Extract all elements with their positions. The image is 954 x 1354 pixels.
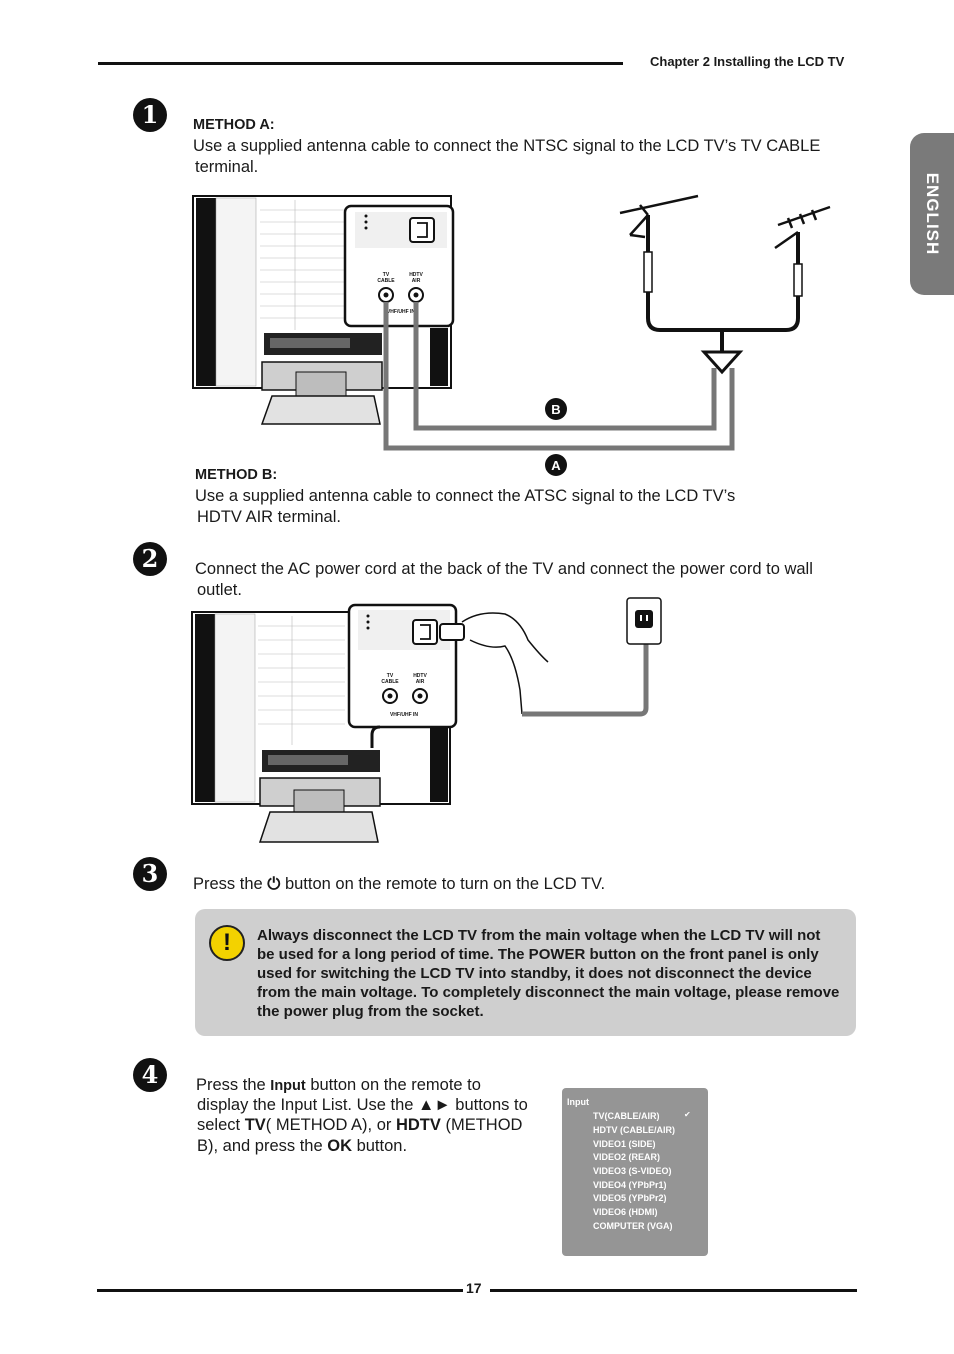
tv-cable-label-1b: TV bbox=[387, 673, 394, 679]
step4-line3: select TV( METHOD A), or HDTV (METHOD bbox=[197, 1115, 522, 1136]
step-3-marker: 3 bbox=[133, 857, 167, 891]
step4-l1a: Press the bbox=[196, 1076, 271, 1094]
menu-item-video6[interactable]: VIDEO6 (HDMI) bbox=[593, 1207, 658, 1217]
power-connection-diagram: TV CABLE HDTV AIR VHF/UHF IN bbox=[191, 597, 662, 843]
badge-a bbox=[545, 454, 567, 476]
method-a-heading: METHOD A: bbox=[193, 117, 275, 133]
step4-l4c: button. bbox=[352, 1137, 408, 1155]
step4-l3c: ( METHOD A), or bbox=[265, 1116, 396, 1134]
menu-item-tv[interactable]: TV(CABLE/AIR) bbox=[593, 1111, 660, 1121]
page-number: 17 bbox=[466, 1280, 482, 1296]
vhf-uhf-label: VHF/UHF IN bbox=[387, 309, 415, 315]
power-icon: ⏻ bbox=[267, 874, 281, 893]
hdtv-air-label-1b: HDTV bbox=[413, 673, 427, 679]
tv-stand-base bbox=[260, 395, 381, 425]
tv-right-panel bbox=[430, 328, 448, 386]
badge-b bbox=[545, 398, 567, 420]
input-key: Input bbox=[270, 1078, 306, 1094]
method-b-line2: HDTV AIR terminal. bbox=[197, 508, 341, 526]
caution-callout: ! Always disconnect the LCD TV from the … bbox=[195, 909, 856, 1036]
hdtv-air-label-2: AIR bbox=[412, 278, 421, 284]
ac-socket bbox=[409, 217, 435, 243]
chapter-title: Chapter 2 Installing the LCD TV bbox=[650, 54, 845, 69]
menu-item-video5[interactable]: VIDEO5 (YPbPr2) bbox=[593, 1193, 667, 1203]
footer-rule-left bbox=[97, 1289, 463, 1292]
step-4-marker: 4 bbox=[133, 1058, 167, 1092]
antenna-cable-left bbox=[646, 215, 722, 332]
step4-line1: Press the Input button on the remote to bbox=[196, 1075, 481, 1097]
step3-after: button on the remote to turn on the LCD … bbox=[280, 875, 606, 893]
warning-icon: ! bbox=[209, 925, 245, 961]
step2-line1: Connect the AC power cord at the back of… bbox=[195, 560, 813, 578]
tv-left-panel bbox=[196, 198, 216, 386]
tv-cable-label-1: TV bbox=[383, 272, 390, 278]
step4-l1c: button on the remote to bbox=[305, 1076, 481, 1094]
hdtv-key: HDTV bbox=[395, 1116, 441, 1134]
caution-text: Always disconnect the LCD TV from the ma… bbox=[257, 927, 840, 1020]
cable-a bbox=[383, 302, 735, 451]
antenna-right bbox=[774, 205, 831, 250]
badge-b-label: B bbox=[551, 402, 560, 417]
tv-key: TV bbox=[244, 1116, 266, 1134]
antenna-connection-diagram: TV CABLE HDTV AIR VHF/UHF IN B A bbox=[192, 194, 831, 476]
step4-l3a: select bbox=[197, 1116, 245, 1134]
step-2-marker: 2 bbox=[133, 542, 167, 576]
menu-item-computer[interactable]: COMPUTER (VGA) bbox=[593, 1221, 673, 1231]
step2-line2: outlet. bbox=[197, 581, 242, 599]
language-tab: ENGLISH bbox=[910, 133, 954, 295]
header-rule bbox=[98, 62, 623, 65]
hand-icon bbox=[461, 612, 549, 715]
splitter bbox=[700, 350, 744, 375]
power-cord bbox=[522, 640, 649, 717]
tv-left-grille bbox=[215, 197, 257, 387]
input-menu-title: Input bbox=[567, 1097, 589, 1107]
menu-item-video3[interactable]: VIDEO3 (S-VIDEO) bbox=[593, 1166, 672, 1176]
step4-line2: display the Input List. Use the ▲► butto… bbox=[197, 1096, 528, 1114]
vhf-uhf-label-b: VHF/UHF IN bbox=[390, 712, 418, 718]
hdtv-air-label-1: HDTV bbox=[409, 272, 423, 278]
menu-item-hdtv[interactable]: HDTV (CABLE/AIR) bbox=[593, 1125, 675, 1135]
step4-l4a: B), and press the bbox=[197, 1137, 328, 1155]
selected-check-icon: ✔ bbox=[684, 1110, 691, 1119]
tv-cable-label-2: CABLE bbox=[377, 278, 395, 284]
antenna-left bbox=[619, 194, 699, 239]
hdtv-air-label-2b: AIR bbox=[416, 679, 425, 685]
menu-item-video1[interactable]: VIDEO1 (SIDE) bbox=[593, 1139, 656, 1149]
step4-l3e: (METHOD bbox=[440, 1116, 523, 1134]
ok-key: OK bbox=[327, 1137, 352, 1155]
step-1-marker: 1 bbox=[133, 98, 167, 132]
method-a-line1: Use a supplied antenna cable to connect … bbox=[193, 137, 821, 155]
power-plug bbox=[439, 623, 465, 641]
tv-cable-label-2b: CABLE bbox=[381, 679, 399, 685]
method-b-line1: Use a supplied antenna cable to connect … bbox=[195, 487, 736, 505]
menu-item-video2[interactable]: VIDEO2 (REAR) bbox=[593, 1152, 661, 1162]
method-a-line2: terminal. bbox=[195, 158, 259, 176]
step4-line4: B), and press the OK button. bbox=[197, 1136, 407, 1157]
menu-item-video4[interactable]: VIDEO4 (YPbPr1) bbox=[593, 1180, 667, 1190]
method-b-heading: METHOD B: bbox=[195, 467, 278, 483]
footer-rule-right bbox=[490, 1289, 857, 1292]
step3-before: Press the bbox=[193, 875, 268, 893]
antenna-cable-right bbox=[722, 232, 800, 332]
badge-a-label: A bbox=[551, 458, 561, 473]
step3-text: Press the ⏻ button on the remote to turn… bbox=[193, 873, 605, 895]
input-menu: Input ✔ TV(CABLE/AIR) HDTV (CABLE/AIR) V… bbox=[562, 1088, 708, 1256]
cable-b bbox=[413, 302, 717, 431]
